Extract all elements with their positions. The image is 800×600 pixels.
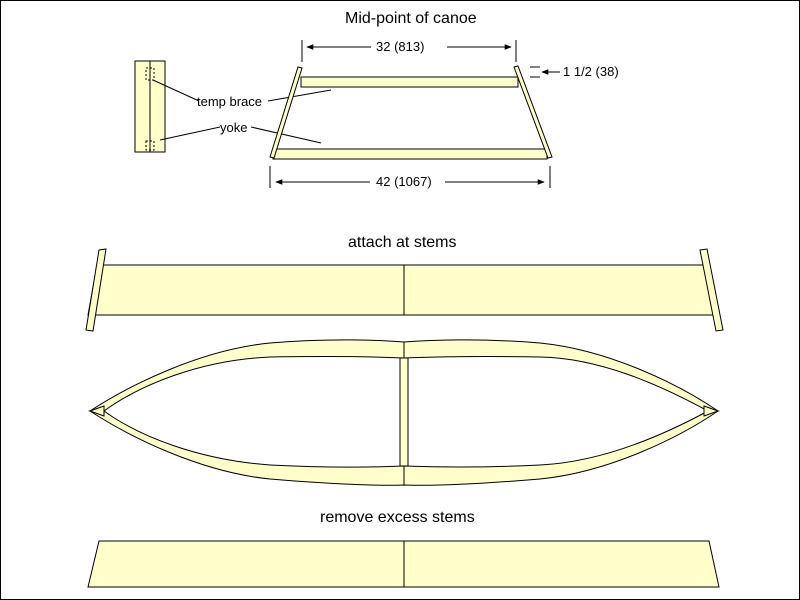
- yoke-label: yoke: [220, 120, 248, 135]
- canoe-top-view: [88, 339, 720, 486]
- top-width-label: 32 (813): [376, 39, 425, 54]
- title-attach: attach at stems: [348, 234, 457, 251]
- midpoint-section: [134, 40, 560, 188]
- temp-brace-bar: [300, 76, 519, 88]
- stem-left: [85, 248, 107, 332]
- canoe-side-right: [513, 65, 553, 159]
- temp-brace-label: temp brace: [197, 94, 263, 109]
- side-view-block: [134, 60, 166, 153]
- center-yoke: [399, 357, 409, 467]
- title-midpoint: Mid-point of canoe: [345, 10, 477, 27]
- yoke-bar: [272, 148, 548, 160]
- brace-hole: [145, 67, 155, 81]
- temp-brace-leader-left: [152, 79, 200, 102]
- thickness-label: 1 1/2 (38): [563, 64, 619, 79]
- stem-tip-left: [88, 405, 105, 417]
- stem-tip-right: [703, 405, 720, 417]
- attach-plank-body: [87, 264, 718, 316]
- trimmed-plank: [87, 540, 720, 588]
- attach-plank: [85, 248, 724, 332]
- bottom-width-label: 42 (1067): [376, 174, 432, 189]
- temp-brace-leader-right: [267, 89, 332, 102]
- yoke-hole: [145, 140, 155, 151]
- canoe-side-left: [269, 66, 303, 159]
- stem-right: [699, 248, 724, 332]
- yoke-leader-left: [159, 126, 221, 141]
- title-remove: remove excess stems: [320, 509, 475, 526]
- yoke-leader-right: [250, 126, 322, 144]
